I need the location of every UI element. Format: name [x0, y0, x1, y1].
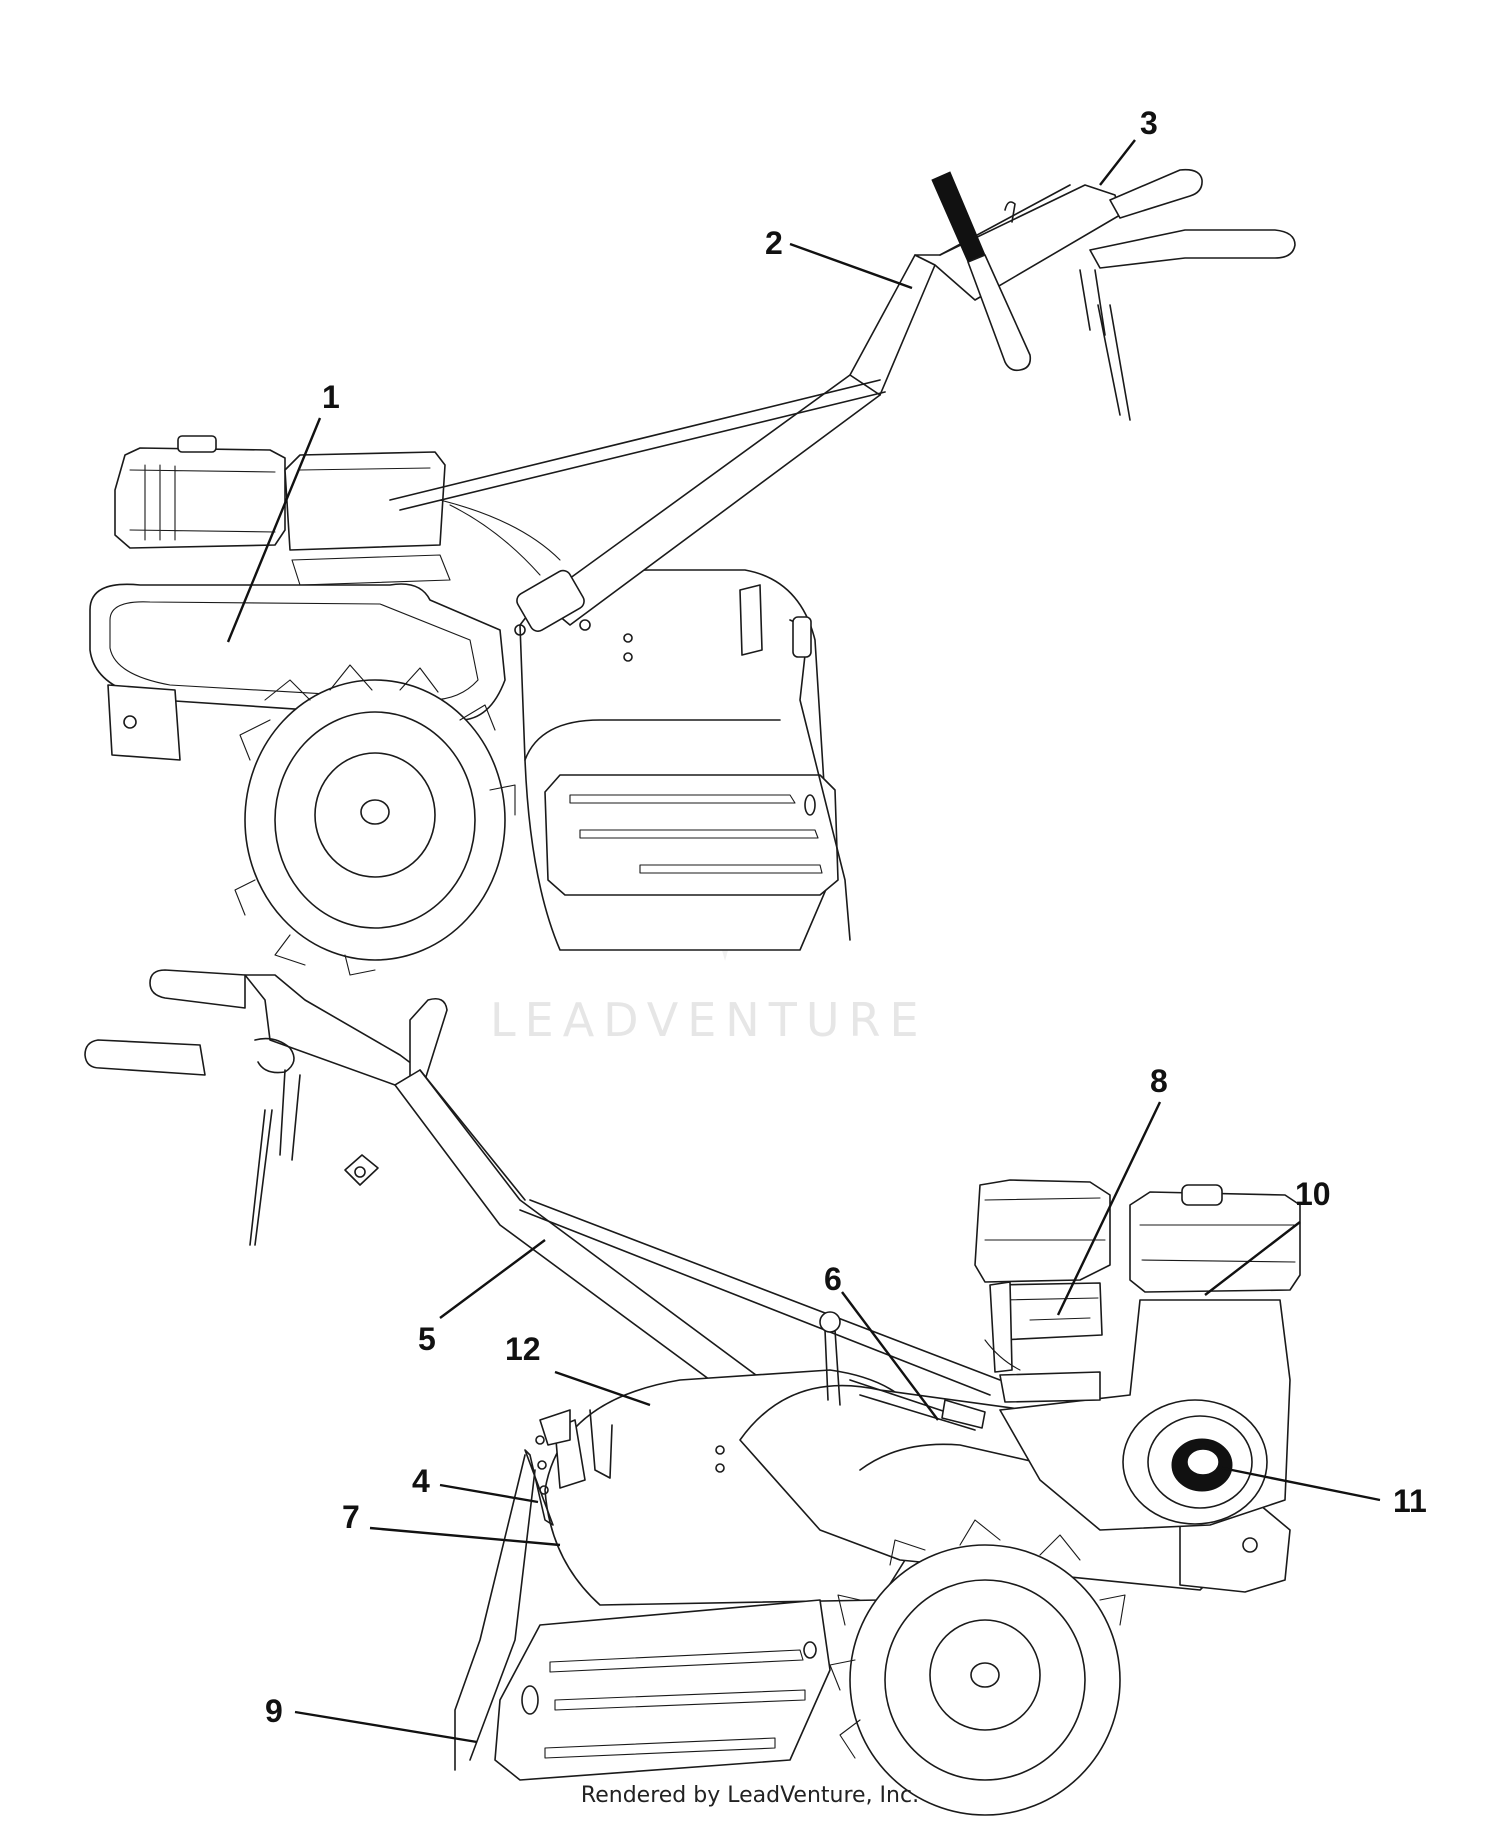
footer-credit: Rendered by LeadVenture, Inc. — [580, 1783, 920, 1808]
callout-7: 7 — [342, 1499, 360, 1535]
callout-6: 6 — [824, 1261, 842, 1297]
callout-1: 1 — [322, 379, 340, 415]
watermark-text: LEADVENTURE — [490, 993, 928, 1047]
callout-4: 4 — [412, 1463, 430, 1499]
callout-10: 10 — [1295, 1176, 1331, 1212]
callout-11: 11 — [1393, 1483, 1427, 1519]
tiller-view-bottom — [84, 969, 1301, 1816]
callout-labels: 1 2 3 4 5 6 7 8 9 10 11 12 — [265, 105, 1427, 1729]
callout-leaders — [226, 139, 1381, 1744]
callout-5: 5 — [418, 1321, 436, 1357]
callout-9: 9 — [265, 1693, 283, 1729]
tiller-view-top — [89, 168, 1296, 976]
callout-3: 3 — [1140, 105, 1158, 141]
callout-12: 12 — [505, 1331, 541, 1367]
callout-2: 2 — [765, 225, 783, 261]
callout-8: 8 — [1150, 1063, 1168, 1099]
